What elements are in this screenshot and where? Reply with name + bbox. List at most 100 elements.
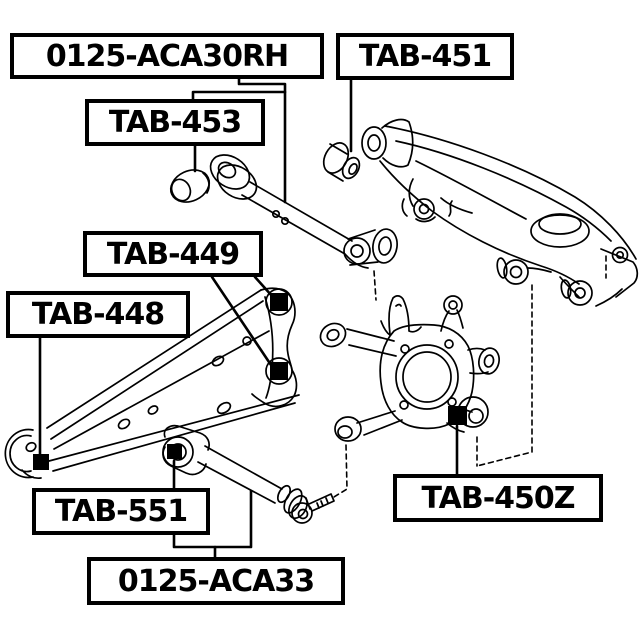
knuckle-topright-eye-hole (449, 301, 457, 309)
knuckle-bolt-hole-4 (448, 398, 456, 406)
knuckle-bolt-hole-3 (400, 401, 408, 409)
small-bushing-edge (203, 173, 209, 193)
part-label-0125-aca33: 0125-ACA33 (87, 557, 345, 605)
rod-stud-threads (317, 498, 328, 508)
upper-arm-outer-bushing-face (371, 227, 399, 264)
arm-front-mount (382, 120, 413, 167)
small-bushing-drawing (166, 164, 215, 208)
marker-tab448 (33, 454, 49, 470)
spring-lower-arm-drawing (362, 120, 637, 306)
part-label-tab-451: TAB-451 (336, 33, 514, 80)
trailing-arm-front-eye-hole (25, 441, 38, 453)
arm-rear-bushing (568, 281, 592, 305)
marker-tab449-upper (270, 293, 288, 311)
marker-tab449-lower (270, 362, 288, 380)
leader-tab551-aca33 (174, 491, 251, 547)
beam-hole-4 (211, 354, 225, 367)
arm-front-eye (362, 127, 386, 159)
rod-washer (281, 486, 306, 516)
arm-rear-bracket (596, 249, 637, 306)
arm-bushing-collar (339, 155, 363, 181)
arm-lower-edge (380, 161, 579, 284)
part-label-tab-551: TAB-551 (32, 488, 210, 535)
upper-arm-hole-2 (282, 218, 288, 224)
arm-rear-eye (613, 248, 628, 263)
arm-bushing-bore (347, 163, 358, 176)
knuckle-bottomleft-bushing (335, 417, 361, 441)
part-label-tab-453: TAB-453 (85, 99, 265, 146)
assembly-dashed-lines (334, 256, 606, 497)
arm-top-edge (385, 126, 636, 259)
arm-lower-bracket (402, 179, 435, 221)
leader-aca30rh (239, 79, 285, 202)
knuckle-left-eye-hole (325, 328, 340, 343)
knuckle-bottomleft-leg (357, 411, 402, 435)
knuckle-right-eye (477, 346, 502, 376)
dashed-knuckle-to-rod-stud (334, 445, 347, 497)
beam-hole-3 (216, 400, 233, 415)
spring-seat-top (539, 214, 581, 234)
arm-rear-bushing-hole (575, 288, 585, 298)
marker-tab450z (448, 406, 467, 425)
arm-bottom-links (528, 268, 579, 297)
upper-arm-outer-bushing-bore (378, 236, 392, 255)
trailing-arm-beam (47, 290, 299, 471)
knuckle-bottomright-bushing-hole (469, 409, 483, 423)
part-label-tab-449: TAB-449 (83, 231, 263, 277)
knuckle-left-prong (347, 329, 396, 356)
upper-control-arm-drawing (204, 148, 399, 268)
upper-arm-outer-bushing-hole (351, 245, 363, 257)
arm-bolt-bushing (504, 260, 528, 284)
leader-tab449-upper (255, 277, 272, 296)
part-label-tab-448: TAB-448 (6, 291, 190, 338)
knuckle-drawing (316, 296, 501, 441)
part-label-0125-aca30rh: 0125-ACA30RH (10, 33, 324, 79)
beam-hole-1 (117, 417, 131, 430)
arm-inner-contour (416, 161, 526, 219)
trailing-arm-drawing (5, 288, 299, 478)
arm-rear-eye-hole (617, 252, 623, 258)
rod-end-ring (292, 503, 312, 523)
arm-front-eye-hole (368, 135, 380, 151)
upper-arm-inner-eye-hole (216, 159, 239, 181)
rod-stud (306, 494, 334, 511)
knuckle-bolt-hole-2 (445, 340, 453, 348)
arm-bushing-drawing (319, 139, 363, 182)
trailing-arm-bracket (252, 288, 296, 406)
arm-lower-bracket-hole (420, 205, 429, 214)
arm-bushing-face (319, 139, 353, 178)
knuckle-bolt-hole-1 (401, 345, 409, 353)
leader-tab453-up (193, 92, 285, 99)
small-bushing-inner (168, 176, 194, 204)
position-markers (33, 293, 467, 470)
bracket-bushing-ring-upper (266, 289, 292, 315)
arm-bolt-washer (496, 257, 508, 278)
trailing-arm-front-eye (5, 430, 41, 479)
knuckle-top-prong (381, 296, 421, 335)
knuckle-bore (396, 345, 458, 409)
upper-arm-hole-1 (273, 211, 279, 217)
rod-end-hole (299, 510, 308, 519)
dashed-spring-arm-to-knuckle (477, 285, 532, 466)
knuckle-right-eye-hole (483, 354, 494, 368)
knuckle-bottomleft-bushing-hole (338, 426, 352, 438)
arm-inner-top-edge (396, 141, 611, 241)
bracket-bushing-ring-lower (266, 358, 292, 384)
rod-shaft (198, 446, 282, 503)
leader-tab449-lower (212, 277, 271, 365)
rod-bushing-ring (163, 437, 193, 467)
dashed-upper-arm-to-knuckle (374, 271, 376, 300)
lateral-rod-drawing (163, 426, 334, 523)
beam-hole-5 (243, 337, 251, 345)
beam-hole-2 (147, 404, 159, 415)
upper-arm-inner-eye (204, 148, 256, 196)
marker-tab551 (167, 444, 182, 459)
knuckle-left-eye (316, 319, 350, 351)
arm-bolt-bushing-hole (511, 267, 522, 278)
knuckle-bore-inner (403, 352, 451, 402)
spring-seat (531, 215, 589, 247)
part-label-tab-450z: TAB-450Z (393, 474, 603, 522)
arm-lower-bracket-eye (414, 199, 434, 219)
arm-bushing-body (328, 144, 347, 181)
